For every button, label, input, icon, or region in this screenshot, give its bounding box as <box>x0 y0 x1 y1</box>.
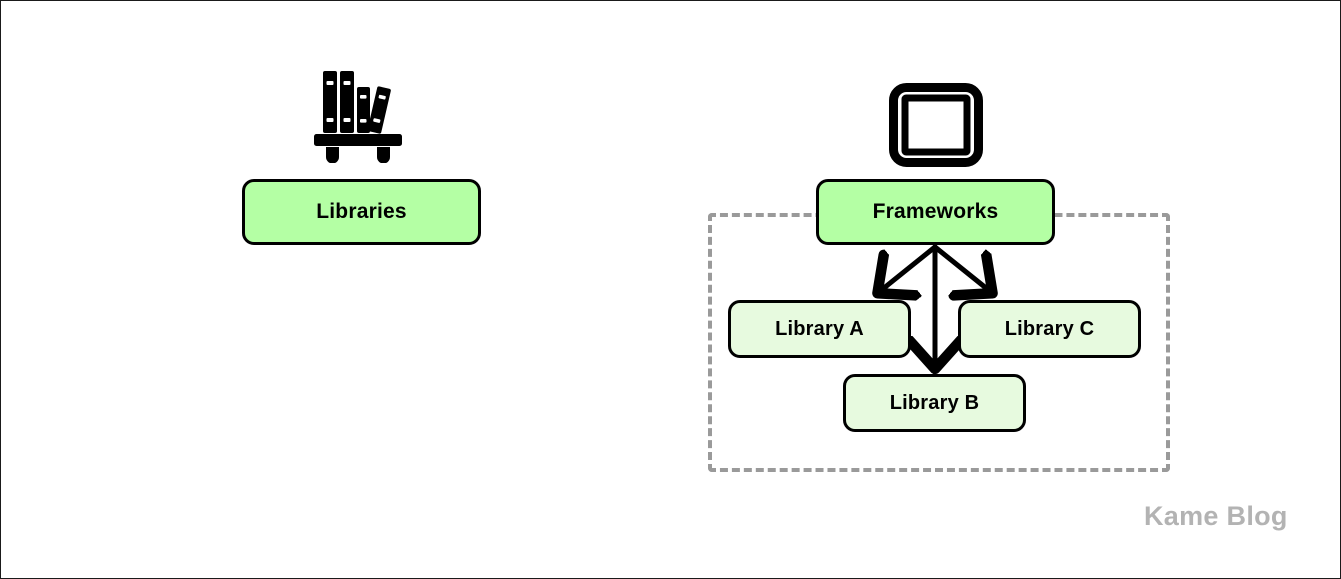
bookshelf-icon <box>311 65 411 163</box>
node-library-b[interactable]: Library B <box>843 374 1026 432</box>
node-libraries[interactable]: Libraries <box>242 179 481 245</box>
node-frameworks-label: Frameworks <box>872 200 999 223</box>
node-library-a[interactable]: Library A <box>728 300 911 358</box>
window-frame-icon <box>889 83 983 167</box>
node-library-c-label: Library C <box>1004 317 1095 340</box>
node-library-b-label: Library B <box>889 391 980 414</box>
node-library-a-label: Library A <box>775 317 864 340</box>
watermark: Kame Blog <box>1144 501 1288 531</box>
node-libraries-label: Libraries <box>316 200 407 223</box>
node-frameworks[interactable]: Frameworks <box>816 179 1055 245</box>
node-library-c[interactable]: Library C <box>958 300 1141 358</box>
